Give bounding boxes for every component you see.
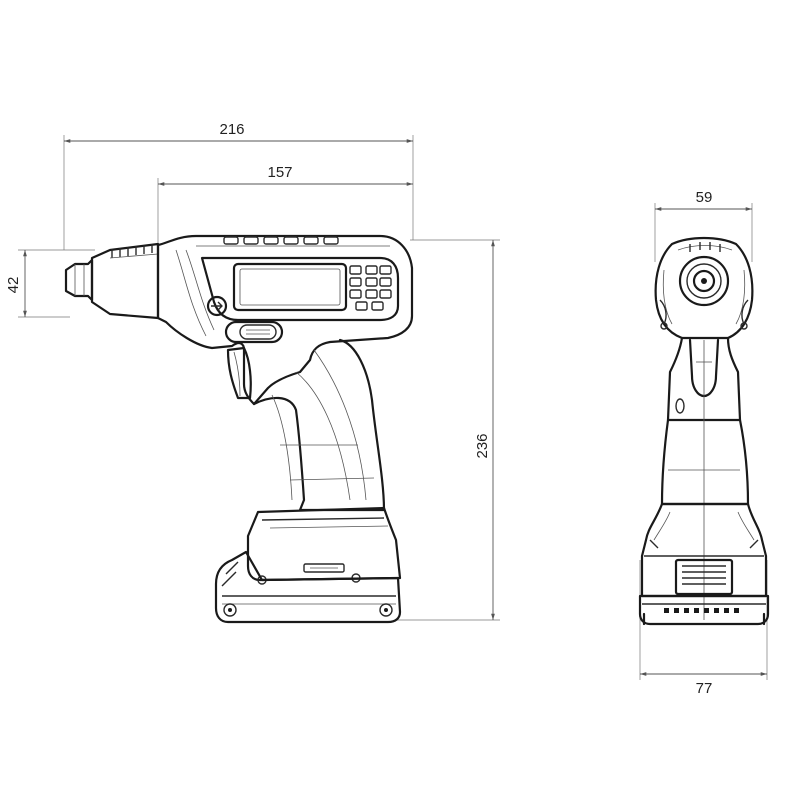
arrow-button-icon: [206, 295, 228, 317]
dimension-59-label: 59: [696, 189, 713, 206]
chuck: [64, 242, 160, 320]
front-view-drill: [638, 236, 770, 626]
dimension-216-label: 216: [219, 121, 244, 138]
dimension-42: 42: [5, 249, 95, 318]
front-head: [654, 236, 754, 340]
dimension-42-label: 42: [5, 277, 22, 294]
dimension-216: 216: [63, 121, 414, 250]
dimension-77-label: 77: [696, 680, 713, 697]
dimension-236: 236: [395, 239, 500, 621]
battery-pack: [214, 506, 402, 624]
front-chuck: [678, 255, 730, 307]
display-screen-icon: [232, 262, 348, 312]
handle: [252, 338, 386, 512]
trigger: [226, 346, 252, 400]
front-battery: [638, 502, 770, 626]
dimension-236-label: 236: [474, 433, 491, 458]
housing: [156, 234, 414, 406]
base-grip-ribs: [664, 608, 739, 613]
dimension-157-label: 157: [267, 164, 292, 181]
dimension-157: 157: [157, 164, 413, 245]
dimension-59: 59: [654, 189, 753, 262]
battery-release-button: [674, 558, 734, 596]
keypad-icon: [349, 265, 392, 311]
control-panel: [200, 256, 400, 322]
side-view-drill: [64, 234, 414, 624]
dimension-77: 77: [639, 560, 768, 697]
direction-switch: [224, 320, 284, 344]
